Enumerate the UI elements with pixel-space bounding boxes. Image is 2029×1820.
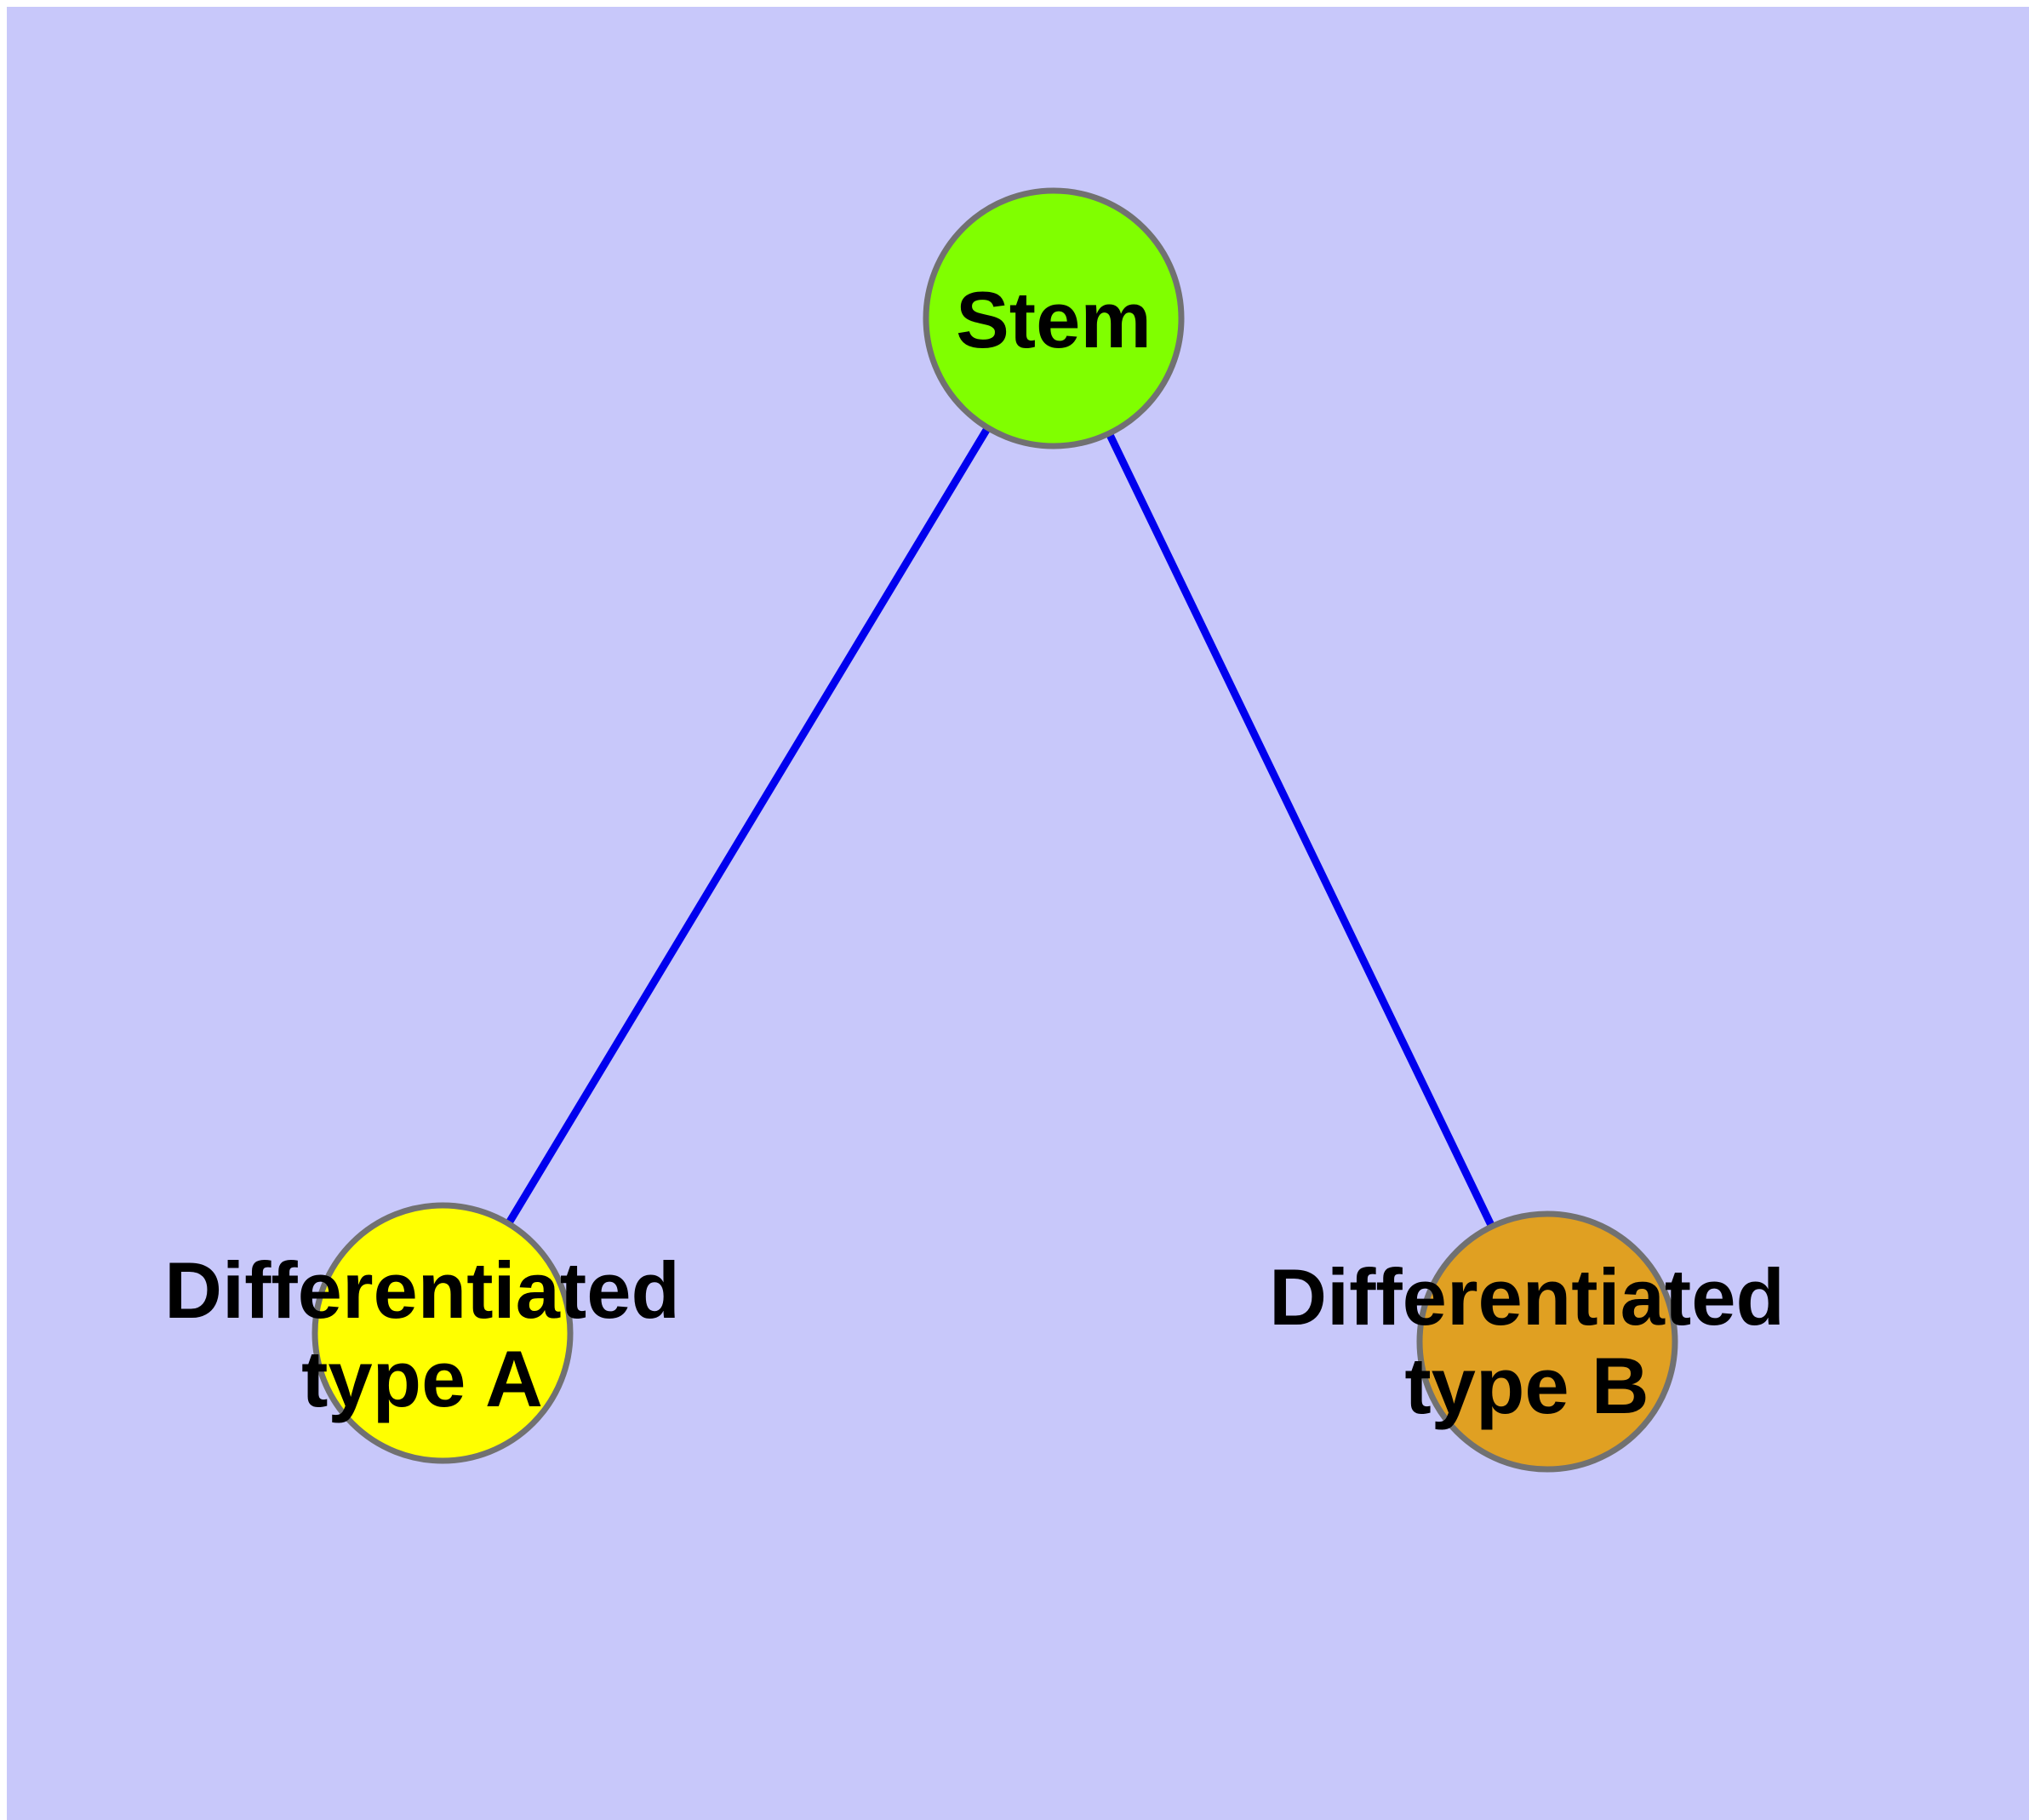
node-label-line: Differentiated bbox=[1269, 1252, 1785, 1342]
edges-layer bbox=[439, 316, 1552, 1343]
graph-edge-stem-to-diff-b[interactable] bbox=[1049, 317, 1552, 1343]
node-circle-diff_b[interactable] bbox=[1416, 1210, 1678, 1473]
graph-node-diff_a[interactable] bbox=[311, 1202, 574, 1464]
node-label-stem: Stem bbox=[956, 275, 1152, 364]
node-label-line: Differentiated bbox=[164, 1245, 680, 1335]
graph-node-diff_b[interactable] bbox=[1416, 1210, 1678, 1473]
node-label-line: type A bbox=[301, 1334, 543, 1423]
graph-edge-stem-to-diff-a[interactable] bbox=[439, 316, 1057, 1336]
node-circle-diff_a[interactable] bbox=[311, 1202, 574, 1464]
node-label-line: type B bbox=[1404, 1341, 1649, 1430]
node-circle-stem[interactable] bbox=[923, 187, 1185, 449]
graph-node-stem[interactable] bbox=[923, 187, 1185, 449]
node-label-line: Stem bbox=[956, 275, 1152, 364]
